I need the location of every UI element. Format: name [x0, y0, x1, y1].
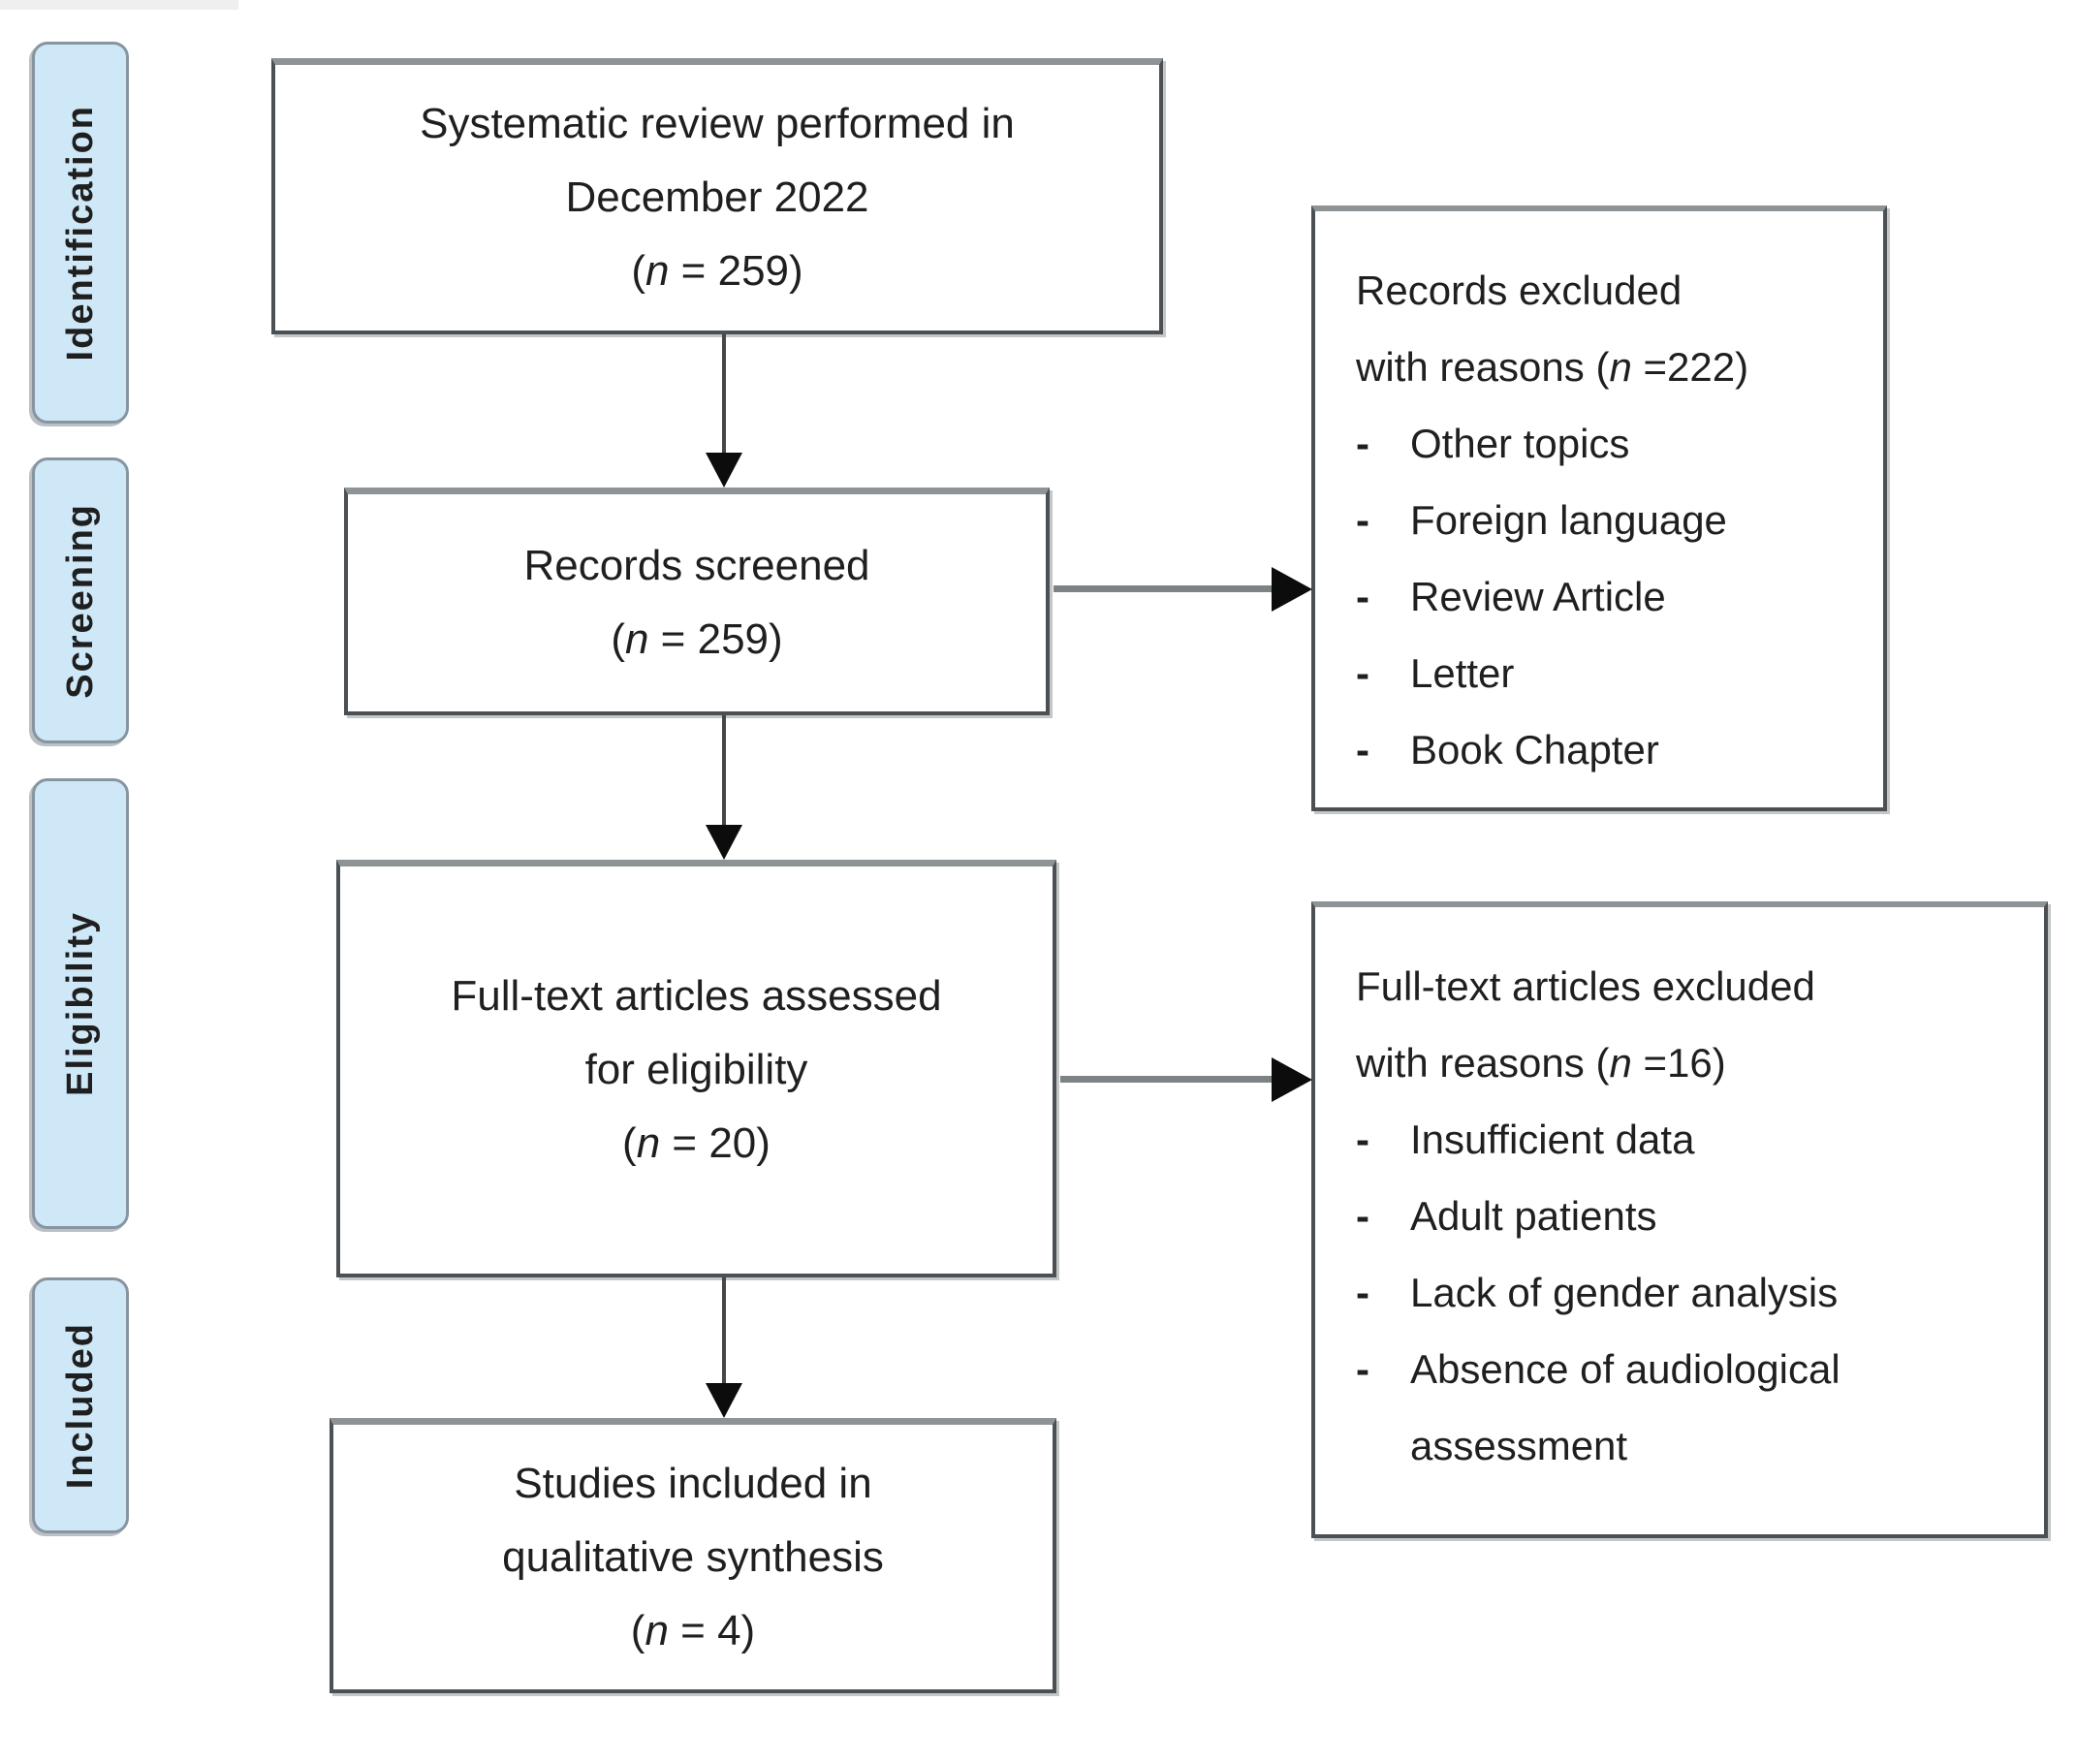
scan-artifact-strip — [0, 0, 238, 10]
exclusion-reason-item: -Lack of gender analysis — [1356, 1254, 2021, 1331]
bullet-dash: - — [1356, 650, 1369, 696]
excluded-records-box: Records excluded with reasons (n =222) -… — [1311, 205, 1887, 811]
reason-text: Review Article — [1410, 574, 1666, 619]
box-count-line: (n = 4) — [631, 1594, 755, 1668]
reason-text: Other topics — [1410, 421, 1630, 466]
down-arrow-icon — [706, 453, 742, 488]
right-arrow-line — [1054, 585, 1274, 592]
box-count-line: (n = 20) — [622, 1107, 771, 1181]
right-arrow-icon — [1272, 1057, 1312, 1102]
flow-box-studies-included: Studies included in qualitative synthesi… — [330, 1418, 1056, 1693]
reason-text: Book Chapter — [1410, 727, 1659, 772]
down-arrow-icon — [706, 1383, 742, 1418]
box-text-line: Full-text articles assessed — [451, 972, 942, 1020]
reason-text: Foreign language — [1410, 497, 1727, 543]
count-value: = 259) — [648, 615, 783, 663]
excluded-header-line: Records excluded — [1356, 268, 1683, 313]
box-text-line: Studies included in — [514, 1459, 872, 1507]
excluded-header-line: with reasons (n =16) — [1356, 1024, 2021, 1101]
header-text: with reasons ( — [1356, 1040, 1610, 1086]
count-value: = 259) — [669, 247, 803, 295]
right-arrow-icon — [1272, 567, 1312, 612]
exclusion-reasons-list: -Other topics-Foreign language-Review Ar… — [1356, 405, 1860, 788]
reason-text: Letter — [1410, 650, 1515, 696]
header-text: =16) — [1631, 1040, 1726, 1086]
down-arrow-line — [722, 334, 726, 455]
bullet-dash: - — [1356, 1346, 1369, 1392]
bullet-dash — [1356, 1407, 1410, 1484]
box-count-line: (n = 259) — [631, 235, 802, 308]
down-arrow-line — [722, 1277, 726, 1386]
exclusion-reason-item: -Insufficient data — [1356, 1101, 2021, 1178]
exclusion-reason-item: -Adult patients — [1356, 1178, 2021, 1254]
box-count-line: (n = 259) — [611, 603, 782, 677]
stage-label-identification: Identification — [32, 42, 129, 424]
excluded-header-line: Full-text articles excluded — [1356, 963, 1815, 1009]
box-text-line: qualitative synthesis — [502, 1532, 884, 1581]
count-paren: ( — [622, 1119, 637, 1167]
stage-label-text: Screening — [59, 502, 101, 699]
header-text: =222) — [1631, 344, 1749, 390]
bullet-dash: - — [1356, 1270, 1369, 1315]
count-variable: n — [636, 1119, 661, 1167]
excluded-fulltext-box: Full-text articles excluded with reasons… — [1311, 901, 2048, 1538]
exclusion-reason-item: -Foreign language — [1356, 482, 1860, 558]
flow-box-records-screened: Records screened (n = 259) — [344, 488, 1050, 715]
bullet-dash: - — [1356, 574, 1369, 619]
stage-label-text: Eligibility — [59, 911, 101, 1096]
reason-text: Adult patients — [1410, 1193, 1657, 1239]
reason-text: assessment — [1410, 1423, 1628, 1468]
exclusion-reasons-list: -Insufficient data-Adult patients-Lack o… — [1356, 1101, 2021, 1484]
exclusion-reason-item: -Other topics — [1356, 405, 1860, 482]
box-text-line: for eligibility — [584, 1046, 808, 1093]
stage-label-eligibility: Eligibility — [32, 778, 129, 1229]
stage-label-screening: Screening — [32, 457, 129, 743]
stage-label-text: Identification — [59, 104, 101, 362]
count-paren: ( — [631, 247, 645, 295]
exclusion-reason-item: -Review Article — [1356, 558, 1860, 635]
right-arrow-line — [1060, 1076, 1274, 1083]
bullet-dash: - — [1356, 1193, 1369, 1239]
count-variable: n — [1609, 344, 1632, 390]
box-text-line: Records screened — [523, 542, 870, 589]
down-arrow-line — [722, 715, 726, 828]
count-variable: n — [1609, 1040, 1632, 1086]
count-variable: n — [624, 615, 649, 663]
count-variable: n — [645, 247, 670, 295]
box-text-line: December 2022 — [565, 173, 869, 221]
box-text-line: Systematic review performed in — [420, 100, 1015, 147]
count-value: = 20) — [660, 1119, 771, 1167]
exclusion-reason-item: -Absence of audiological — [1356, 1331, 2021, 1407]
bullet-dash: - — [1356, 421, 1369, 466]
excluded-header-line: with reasons (n =222) — [1356, 329, 1860, 405]
exclusion-reason-item: -Book Chapter — [1356, 711, 1860, 788]
stage-label-text: Included — [59, 1321, 101, 1490]
reason-text: Insufficient data — [1410, 1117, 1695, 1162]
exclusion-reason-item: -Letter — [1356, 635, 1860, 711]
header-text: with reasons ( — [1356, 344, 1610, 390]
bullet-dash: - — [1356, 727, 1369, 772]
reason-text: Lack of gender analysis — [1410, 1270, 1839, 1315]
stage-label-included: Included — [32, 1277, 129, 1533]
count-paren: ( — [630, 1606, 645, 1654]
exclusion-reason-item: assessment — [1356, 1407, 2021, 1484]
bullet-dash: - — [1356, 497, 1369, 543]
down-arrow-icon — [706, 825, 742, 860]
count-value: = 4) — [668, 1606, 756, 1654]
count-variable: n — [645, 1606, 669, 1654]
reason-text: Absence of audiological — [1410, 1346, 1840, 1392]
bullet-dash: - — [1356, 1117, 1369, 1162]
count-paren: ( — [611, 615, 625, 663]
flow-box-systematic-review: Systematic review performed in December … — [271, 58, 1163, 334]
flow-box-fulltext-assessed: Full-text articles assessed for eligibil… — [336, 860, 1056, 1277]
